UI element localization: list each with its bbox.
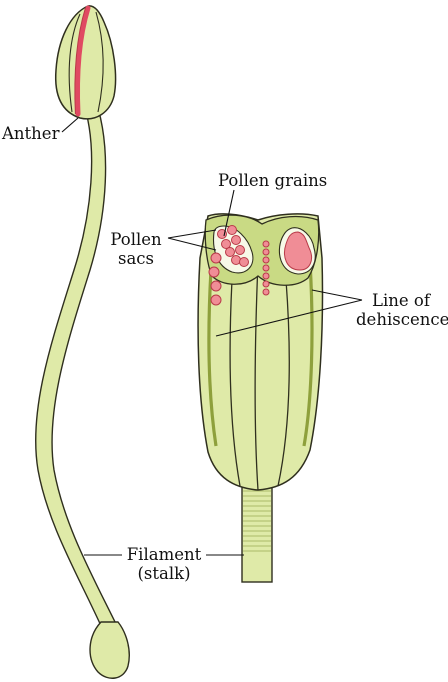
leader-dehiscence-left: [215, 299, 363, 337]
label-anther: Anther: [2, 124, 60, 143]
label-pollen-grains: Pollen grains: [218, 171, 328, 190]
anther-lobe-divider-center: [254, 261, 259, 491]
left-anther-lobe-line-2: [95, 11, 104, 113]
whole-stamen: [35, 5, 130, 679]
dehiscence-slit-right: [302, 261, 314, 447]
label-line-of-dehiscence-line2: dehiscence: [356, 310, 448, 329]
leader-pollen-grains: [223, 189, 235, 237]
pollen-mass-right: [284, 231, 313, 271]
dehiscence-slit-left: [207, 269, 218, 447]
label-pollen-sacs-line1: Pollen: [110, 230, 162, 249]
leader-dehiscence-right: [311, 289, 363, 301]
label-line-of-dehiscence: Line of dehiscence: [356, 291, 448, 329]
leader-lines: [61, 117, 363, 556]
left-filament-base: [89, 621, 130, 679]
left-filament: [35, 107, 119, 629]
pollen-grains: [208, 225, 270, 306]
leader-pollen-sac-1: [167, 229, 217, 239]
anther-lobe-divider-left: [229, 279, 241, 487]
label-filament-line1: Filament: [126, 545, 202, 564]
leader-pollen-sac-2: [167, 237, 217, 251]
left-anther-suture-edge: [74, 7, 86, 115]
left-anther-lobe-line: [68, 13, 81, 113]
leader-anther: [61, 117, 79, 133]
left-anther-suture: [74, 5, 91, 117]
anther-section: [197, 213, 324, 583]
label-line-of-dehiscence-line1: Line of: [372, 291, 430, 310]
label-filament: Filament (stalk): [120, 545, 208, 583]
label-pollen-sacs-line2: sacs: [117, 249, 154, 268]
label-pollen-sacs: Pollen sacs: [104, 230, 168, 268]
label-filament-line2: (stalk): [137, 564, 191, 583]
anther-lobe-divider-right: [277, 279, 290, 487]
